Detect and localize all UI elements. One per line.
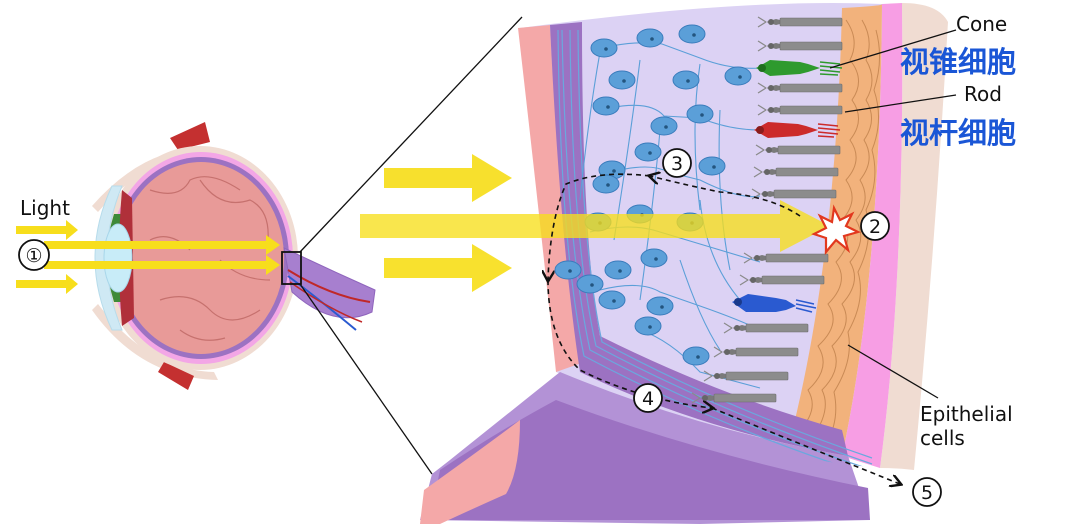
svg-text:4: 4 (642, 388, 654, 410)
retina-light-arrows (360, 154, 830, 292)
bottom-purple (430, 400, 870, 520)
cone-label-chinese: 视锥细胞 (900, 45, 1016, 79)
marker-1: ① (18, 239, 50, 271)
upper-eyelid-tip (170, 122, 210, 150)
rod-pointer (844, 94, 957, 113)
bottom-pink (420, 420, 520, 524)
outer-layer (880, 3, 948, 470)
marker-4: 4 (633, 383, 663, 413)
inner-limiting-layer (550, 22, 848, 456)
zoom-box (281, 251, 302, 285)
retina-magnified (360, 3, 957, 524)
cone-blue (732, 294, 817, 313)
cone-pointer (829, 29, 957, 69)
eyeball-body (118, 162, 284, 354)
lower-eyelid (92, 304, 218, 380)
light-label: Light (20, 196, 70, 220)
epithelial-label-line1: Epithelial (920, 402, 1013, 426)
lower-eyelid-tip (158, 362, 194, 390)
choroid-layer (842, 3, 903, 468)
svg-text:2: 2 (869, 216, 881, 238)
marker-2: 2 (860, 211, 890, 241)
neuron-cells (554, 24, 761, 389)
nerve-fibres (557, 29, 873, 469)
rod-label-chinese: 视杆细胞 (900, 116, 1016, 150)
svg-text:5: 5 (921, 482, 933, 504)
absorption-spark (811, 204, 862, 256)
svg-text:①: ① (25, 245, 42, 267)
cone-red (754, 122, 841, 138)
rod-label: Rod (964, 82, 1002, 106)
cone-green (756, 60, 843, 76)
svg-text:3: 3 (671, 153, 683, 175)
marker-3: 3 (662, 148, 692, 178)
epithelial-label-line2: cells (920, 426, 965, 450)
epithelial-pointer (847, 344, 939, 399)
optic-nerve (283, 247, 376, 319)
marker-5: 5 (912, 477, 942, 507)
cornea (94, 185, 123, 331)
cone-label: Cone (956, 12, 1007, 36)
lens (103, 223, 133, 293)
signal-path (548, 174, 900, 484)
incoming-light-arrows (16, 220, 280, 294)
eye-cross-section (92, 16, 523, 475)
